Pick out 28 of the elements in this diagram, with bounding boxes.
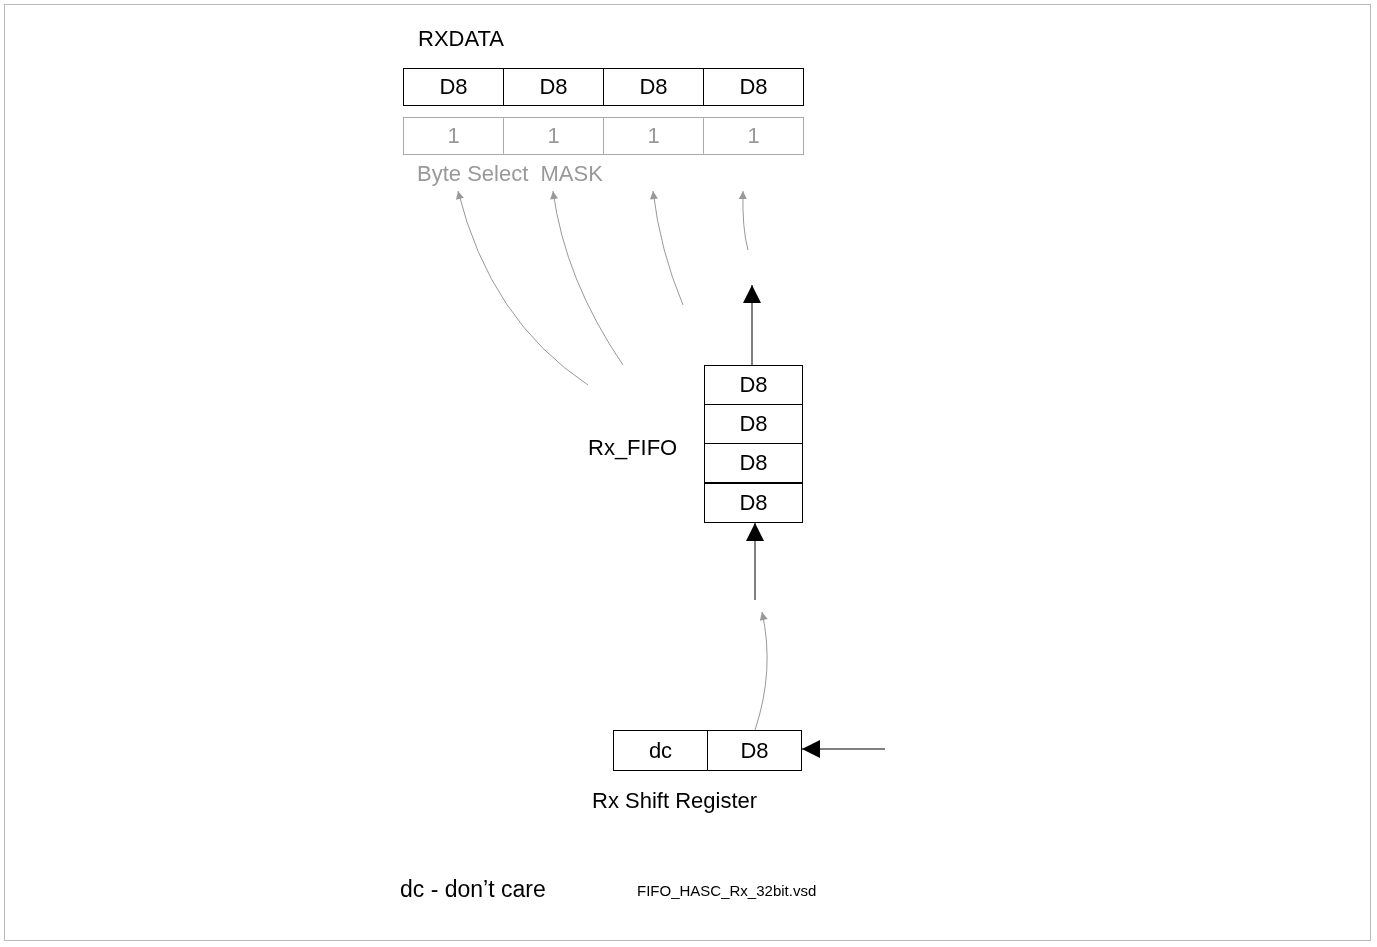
file-name: FIFO_HASC_Rx_32bit.vsd xyxy=(637,883,817,898)
register-cell: D8 xyxy=(704,404,803,444)
arrow xyxy=(743,284,761,366)
register-cell: D8 xyxy=(704,365,803,405)
arrow xyxy=(746,522,764,601)
arrow xyxy=(550,190,624,366)
register-cell: D8 xyxy=(703,68,804,106)
arrow xyxy=(801,740,886,758)
arrow xyxy=(650,190,684,306)
arrow xyxy=(754,611,768,731)
register-cell: D8 xyxy=(503,68,604,106)
register-cell: D8 xyxy=(704,483,803,523)
register-cell: D8 xyxy=(603,68,704,106)
mask-bit-cell: 1 xyxy=(403,117,504,155)
register-cell: D8 xyxy=(707,730,802,771)
mask-bit-cell: 1 xyxy=(503,117,604,155)
register-cell: D8 xyxy=(704,443,803,483)
arrow xyxy=(456,190,589,386)
register-cell: dc xyxy=(613,730,708,771)
register-label: Byte Select MASK xyxy=(417,163,603,185)
register-label: Rx_FIFO xyxy=(588,437,678,459)
arrow xyxy=(738,190,749,251)
mask-bit-cell: 1 xyxy=(603,117,704,155)
register-label: RXDATA xyxy=(418,28,504,50)
register-label: Rx Shift Register xyxy=(592,790,758,812)
note-text: dc - don’t care xyxy=(400,878,546,901)
register-cell: D8 xyxy=(403,68,504,106)
mask-bit-cell: 1 xyxy=(703,117,804,155)
